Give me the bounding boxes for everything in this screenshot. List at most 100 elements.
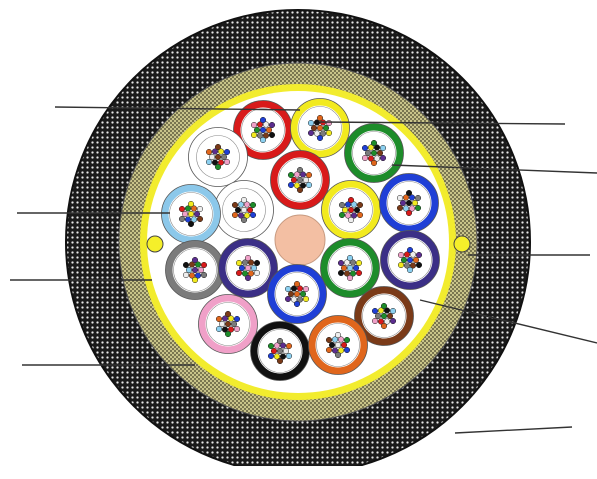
fiber	[232, 212, 238, 218]
fiber	[182, 211, 188, 217]
fiber	[260, 137, 266, 143]
fiber	[339, 212, 345, 218]
fiber	[286, 343, 292, 349]
fiber	[216, 326, 222, 332]
fiber	[397, 205, 403, 211]
fiber	[371, 160, 377, 166]
fiber	[303, 286, 309, 292]
fiber	[335, 352, 341, 358]
fiber	[371, 150, 377, 156]
fiber	[235, 207, 241, 213]
fiber	[341, 342, 347, 348]
fiber	[297, 177, 303, 183]
fiber	[341, 265, 347, 271]
fiber	[183, 262, 189, 268]
fiber	[215, 154, 221, 160]
fiber	[311, 125, 317, 131]
fiber	[380, 155, 386, 161]
fiber	[192, 257, 198, 263]
fiber	[406, 200, 412, 206]
fiber	[283, 348, 289, 354]
fiber	[354, 207, 360, 213]
fiber	[254, 260, 260, 266]
fiber	[407, 247, 413, 253]
central-strength-member	[275, 215, 325, 265]
fiber	[335, 332, 341, 338]
fiber	[362, 145, 368, 151]
fiber	[317, 135, 323, 141]
fiber	[277, 358, 283, 364]
buffer-tube-pink	[199, 295, 258, 354]
fiber	[357, 202, 363, 208]
fiber	[375, 313, 381, 319]
fiber	[277, 348, 283, 354]
fiber	[269, 122, 275, 128]
buffer-tube-yellow	[322, 181, 381, 240]
fiber	[326, 130, 332, 136]
fiber	[251, 132, 257, 138]
fiber	[317, 125, 323, 131]
fiber	[348, 197, 354, 203]
buffer-tube-red	[271, 151, 330, 210]
fiber	[303, 177, 309, 183]
fiber	[397, 195, 403, 201]
fiber	[241, 207, 247, 213]
fiber	[215, 144, 221, 150]
fiber	[365, 150, 371, 156]
fiber	[206, 149, 212, 155]
fiber	[294, 301, 300, 307]
fiber	[300, 291, 306, 297]
buffer-tube-white	[215, 181, 274, 240]
fiber	[224, 149, 230, 155]
fiber	[326, 120, 332, 126]
fiber	[288, 182, 294, 188]
fiber	[308, 120, 314, 126]
fiber	[209, 154, 215, 160]
fiber	[344, 347, 350, 353]
fiber	[224, 159, 230, 165]
fiber	[250, 212, 256, 218]
fiber	[197, 216, 203, 222]
buffer-tube-violet	[381, 231, 440, 290]
fiber	[250, 202, 256, 208]
fiber	[317, 115, 323, 121]
buffer-tube-blue	[380, 174, 439, 233]
fiber	[251, 265, 257, 271]
fiber	[245, 265, 251, 271]
fiber	[269, 132, 275, 138]
fiber	[348, 207, 354, 213]
fiber	[285, 296, 291, 302]
fiber	[357, 212, 363, 218]
fiber	[183, 272, 189, 278]
fiber	[323, 125, 329, 131]
fiber	[413, 257, 419, 263]
buffer-tube-yellow	[291, 99, 350, 158]
fiber	[412, 200, 418, 206]
fiber	[245, 275, 251, 281]
fiber	[416, 252, 422, 258]
fiber	[338, 260, 344, 266]
fiber	[179, 206, 185, 212]
fiber	[260, 117, 266, 123]
fiber	[306, 182, 312, 188]
fiber	[271, 348, 277, 354]
ripcord-right	[454, 236, 470, 252]
fiber	[297, 167, 303, 173]
fiber	[398, 262, 404, 268]
fiber	[179, 216, 185, 222]
fiber	[306, 172, 312, 178]
fiber	[339, 202, 345, 208]
fiber	[338, 270, 344, 276]
ripcord-left	[147, 236, 163, 252]
fiber	[192, 277, 198, 283]
fiber	[194, 211, 200, 217]
fiber	[260, 127, 266, 133]
fiber	[297, 187, 303, 193]
fiber	[416, 262, 422, 268]
fiber	[407, 267, 413, 273]
fiber	[239, 265, 245, 271]
fiber	[198, 267, 204, 273]
fiber	[381, 303, 387, 309]
